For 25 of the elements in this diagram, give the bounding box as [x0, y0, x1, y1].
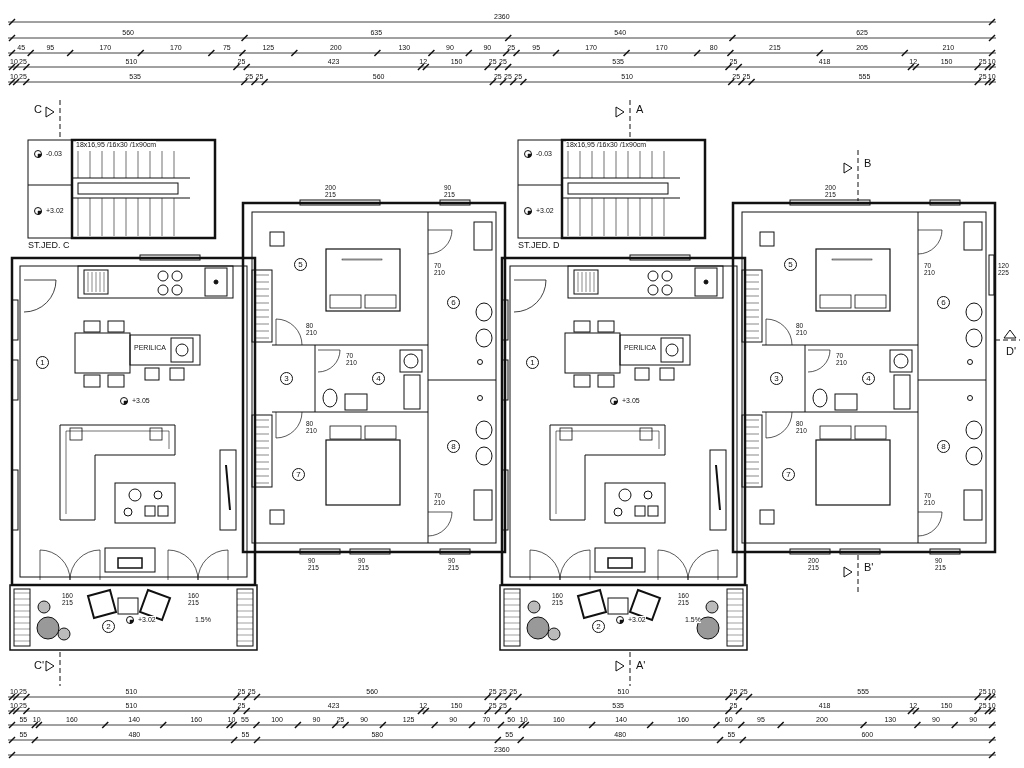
room-number: 4 — [862, 372, 875, 385]
section-mark-label: B — [864, 158, 872, 169]
section-mark-label: B' — [864, 562, 874, 573]
section-mark-label: C — [34, 104, 42, 115]
room-number: 8 — [937, 440, 950, 453]
room-number: 3 — [280, 372, 293, 385]
room-number: 3 — [770, 372, 783, 385]
section-mark-label: A' — [636, 660, 646, 671]
room-number: 5 — [294, 258, 307, 271]
room-number: 7 — [782, 468, 795, 481]
section-mark-label: C' — [34, 660, 45, 671]
unit-label: ST.JED. D — [518, 241, 560, 250]
room-number: 1 — [36, 356, 49, 369]
room-number: 2 — [592, 620, 605, 633]
room-number: 2 — [102, 620, 115, 633]
room-number: 1 — [526, 356, 539, 369]
section-mark-label: D' — [1006, 346, 1017, 357]
room-number: 8 — [447, 440, 460, 453]
room-number: 6 — [937, 296, 950, 309]
room-number: 7 — [292, 468, 305, 481]
room-number: 4 — [372, 372, 385, 385]
room-number: 5 — [784, 258, 797, 271]
room-number: 6 — [447, 296, 460, 309]
unit-label: ST.JED. C — [28, 241, 70, 250]
section-mark-label: A — [636, 104, 644, 115]
